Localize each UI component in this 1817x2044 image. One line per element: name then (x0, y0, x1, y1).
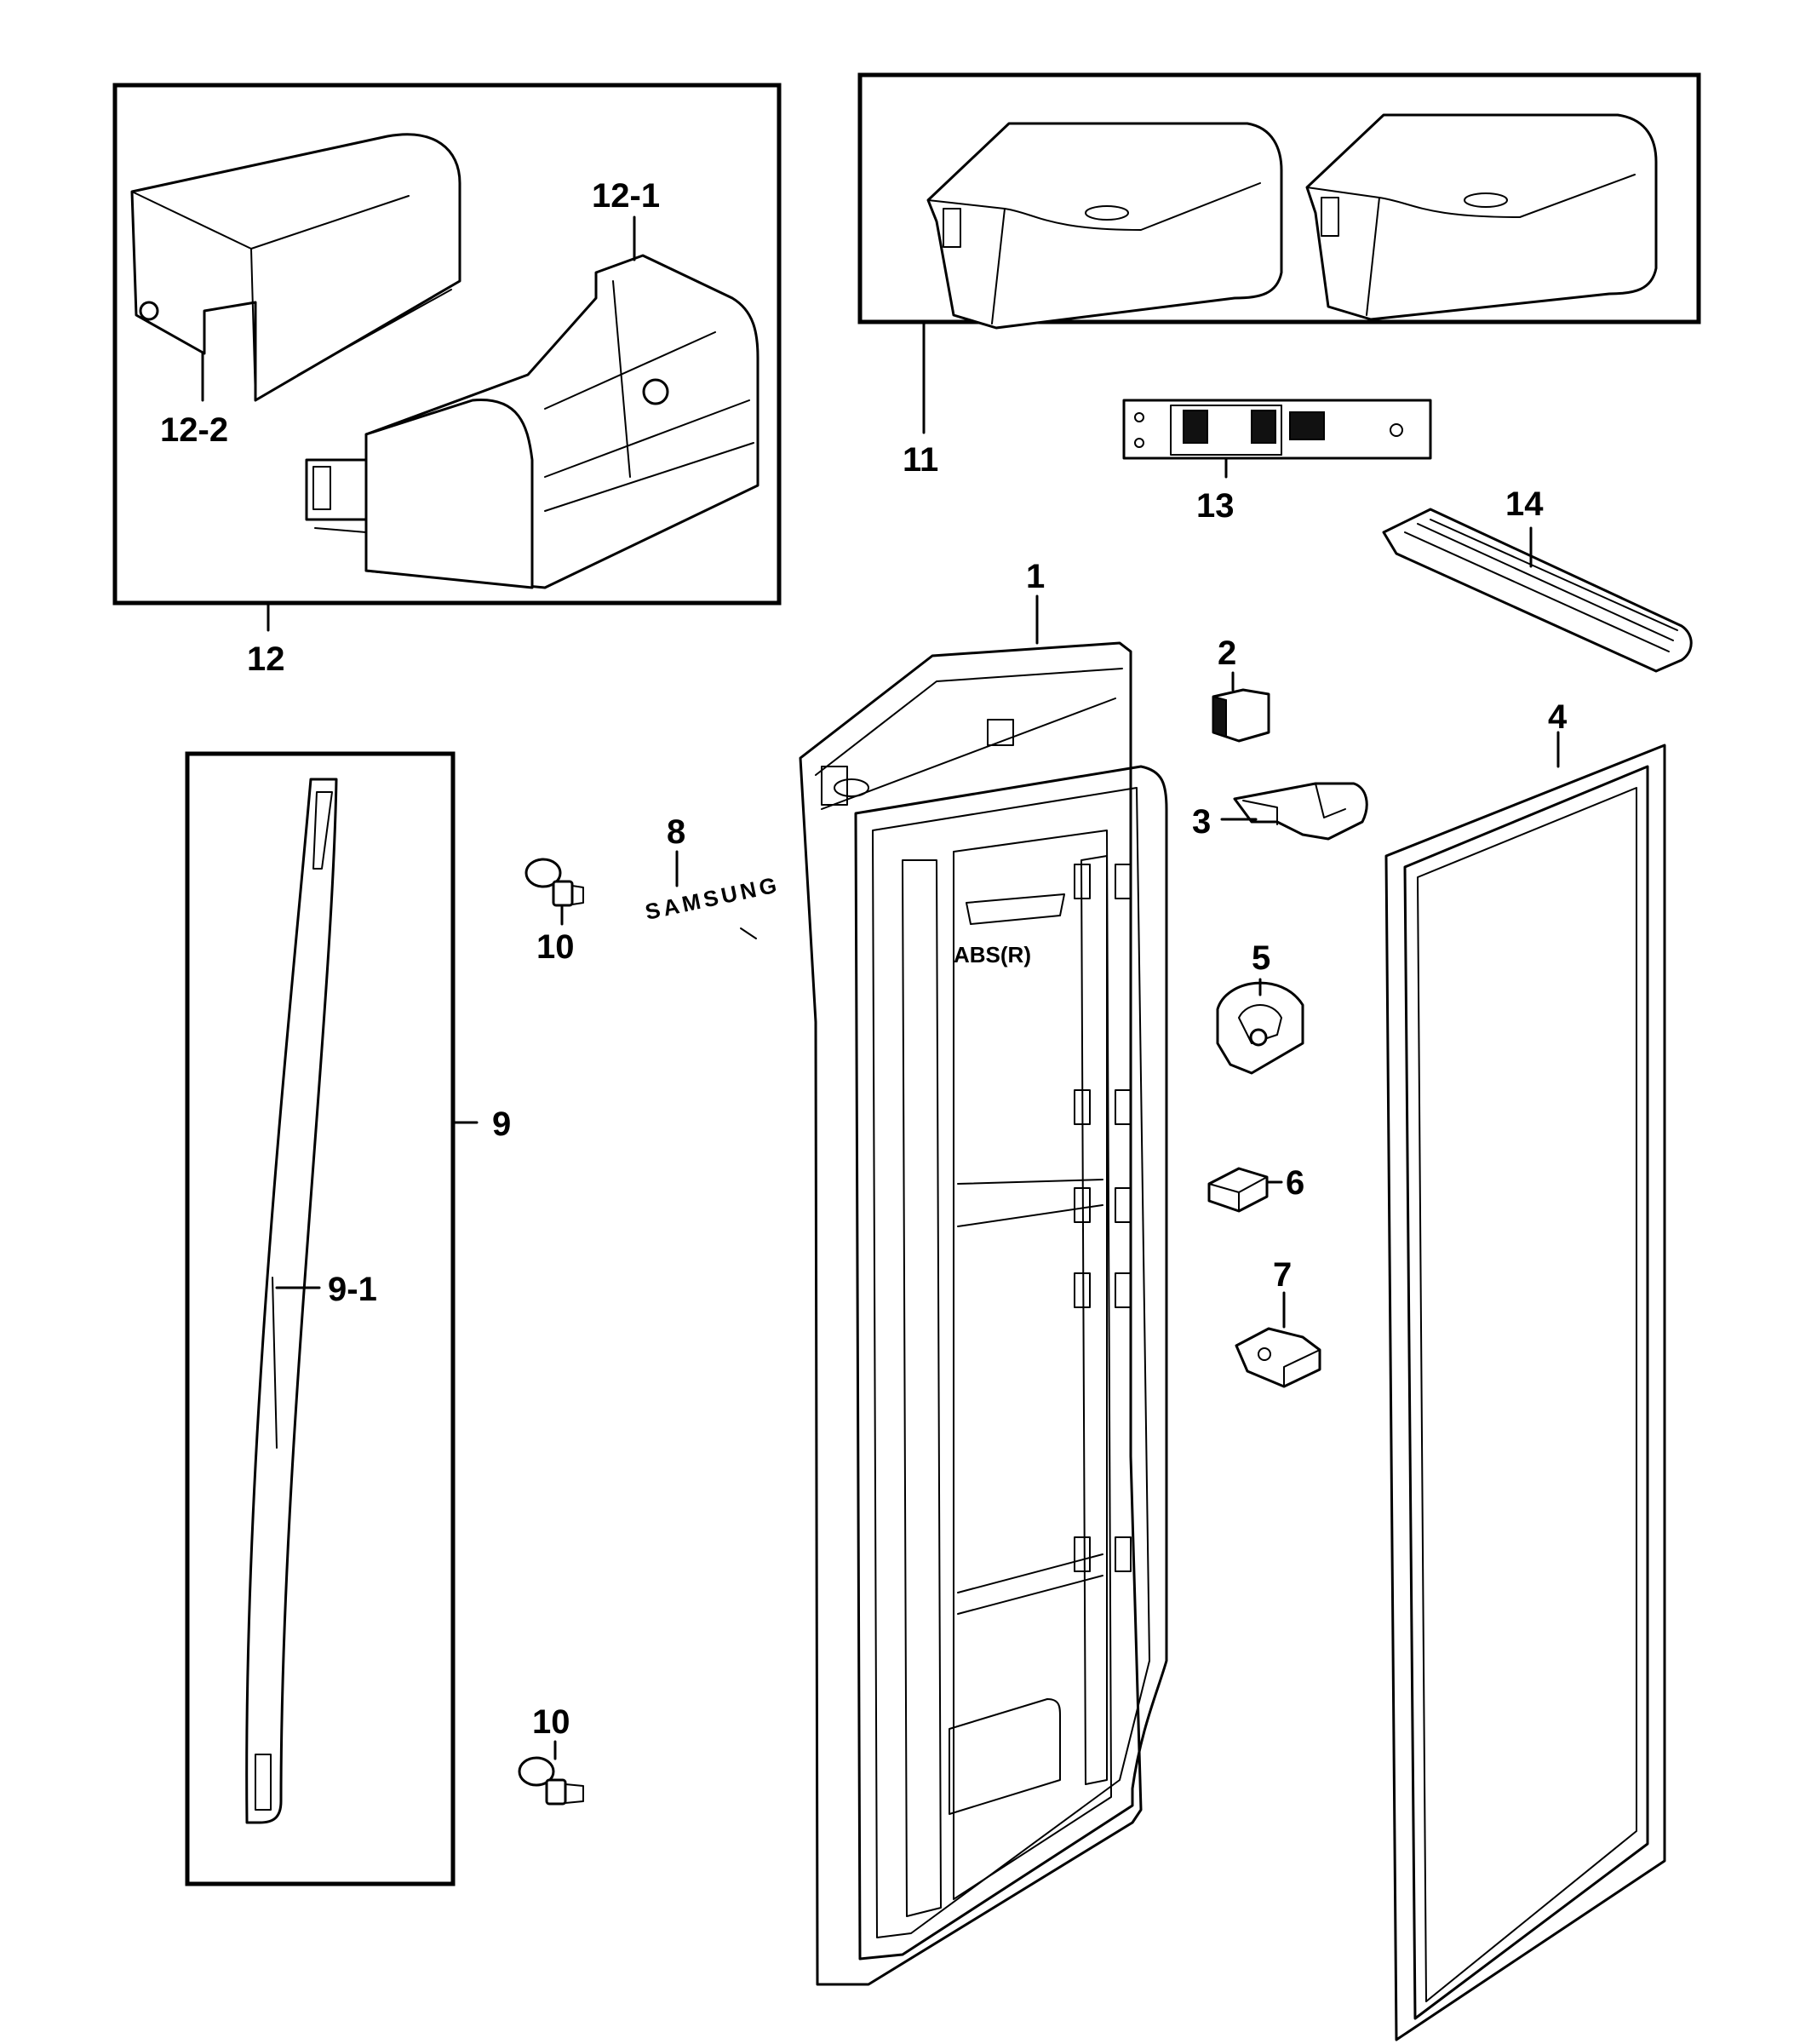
emblem-text: SAMSUNG (643, 871, 782, 925)
callout-1: 1 (1026, 558, 1045, 595)
part-13-pcb (1122, 399, 1432, 479)
part-1-door: ABS(R) (799, 594, 1168, 1986)
callout-12-2: 12-2 (160, 411, 228, 449)
part-12-1-bin (305, 254, 759, 589)
part-9-1-handle (245, 778, 338, 1824)
callout-4: 4 (1548, 698, 1568, 736)
callout-6: 6 (1286, 1164, 1304, 1202)
callout-9-1: 9-1 (328, 1271, 377, 1308)
part-5-clip (1216, 978, 1304, 1075)
group-12-box (112, 83, 782, 632)
callout-2: 2 (1218, 634, 1236, 672)
part-12-2-cover (130, 133, 461, 402)
part-11-bin-left (926, 122, 1283, 330)
part-14-cover (1382, 508, 1693, 673)
callout-11: 11 (903, 441, 938, 479)
callout-5: 5 (1252, 939, 1270, 977)
part-3-hinge-cover (1220, 782, 1368, 841)
part-7-bracket (1235, 1291, 1321, 1388)
part-8-emblem: SAMSUNG (643, 850, 782, 939)
callout-8: 8 (667, 813, 685, 851)
callout-9: 9 (492, 1105, 511, 1143)
callout-7: 7 (1273, 1256, 1292, 1294)
part-2-cap (1212, 671, 1270, 743)
callout-3: 3 (1192, 803, 1211, 841)
part-4-gasket (1384, 731, 1666, 2041)
callout-10-top: 10 (536, 928, 575, 966)
door-marking: ABS(R) (954, 942, 1031, 967)
part-10-screw-bottom (518, 1740, 584, 1806)
callout-13: 13 (1196, 487, 1235, 525)
group-9-box (185, 751, 479, 1886)
part-6-pad (1207, 1167, 1283, 1213)
callout-14: 14 (1505, 485, 1544, 523)
callout-12: 12 (247, 640, 285, 678)
callout-12-1: 12-1 (592, 177, 660, 215)
part-10-screw-top (524, 858, 584, 926)
callout-10-bottom: 10 (532, 1703, 570, 1741)
group-11-box (857, 72, 1701, 434)
part-11-bin-right (1305, 113, 1658, 321)
